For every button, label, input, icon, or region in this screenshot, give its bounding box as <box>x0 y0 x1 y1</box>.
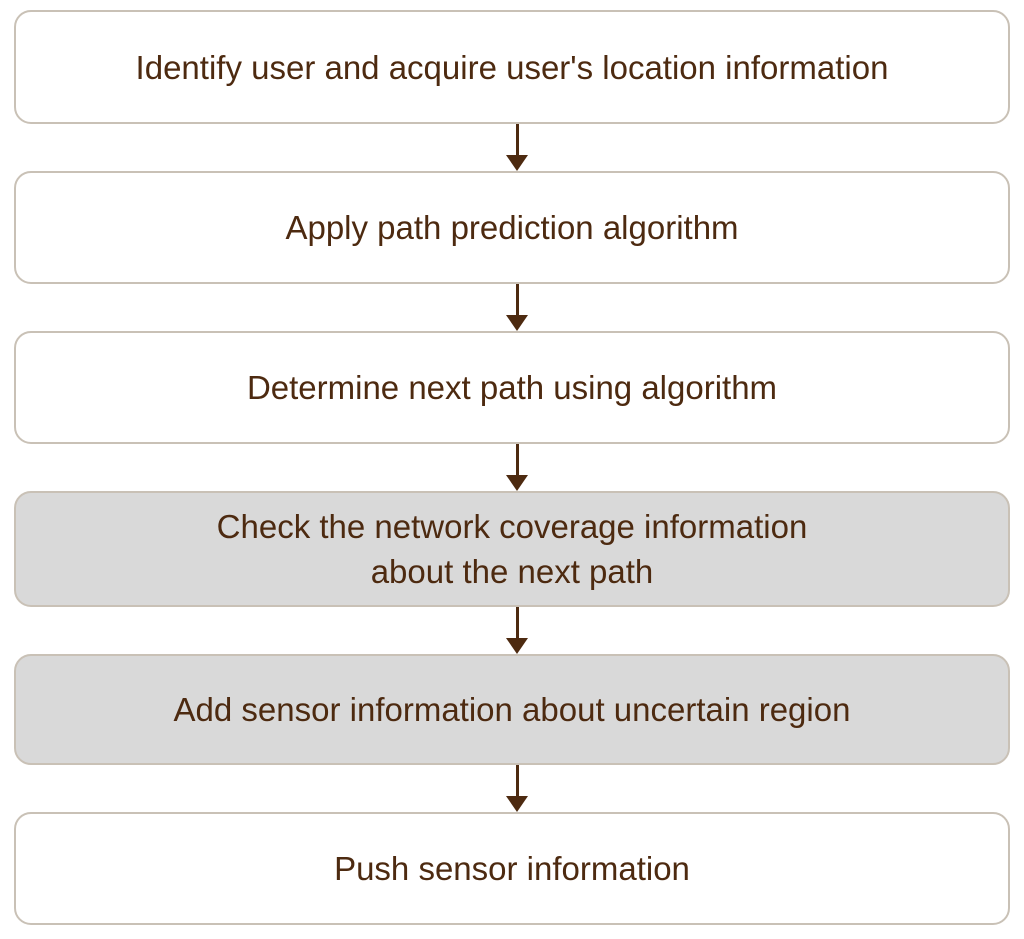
down-arrow <box>506 284 528 331</box>
arrow-head-icon <box>506 796 528 812</box>
flow-step-determine-path: Determine next path using algorithm <box>14 331 1010 444</box>
flow-step-label: Determine next path using algorithm <box>246 369 778 406</box>
arrow-stem <box>515 284 519 315</box>
down-arrow <box>506 124 528 171</box>
arrow-head-icon <box>506 155 528 171</box>
arrow-head-icon <box>506 315 528 331</box>
flow-step-apply-prediction: Apply path prediction algorithm <box>14 171 1010 284</box>
flow-step-label: Identify user and acquire user's locatio… <box>135 48 889 86</box>
flow-step-push-sensor-info: Push sensor information <box>14 812 1010 925</box>
arrow-head-icon <box>506 638 528 654</box>
flow-step-label: Check the network coverage information a… <box>216 508 808 590</box>
flow-step-check-coverage: Check the network coverage information a… <box>14 491 1010 607</box>
flow-step-add-sensor-info: Add sensor information about uncertain r… <box>14 654 1010 765</box>
arrow-stem <box>515 607 519 638</box>
down-arrow <box>506 444 528 491</box>
arrow-stem <box>515 124 519 155</box>
flow-step-identify-user: Identify user and acquire user's locatio… <box>14 10 1010 124</box>
down-arrow <box>506 607 528 654</box>
flow-step-label: Apply path prediction algorithm <box>285 209 739 246</box>
down-arrow <box>506 765 528 812</box>
flow-step-label: Push sensor information <box>334 850 690 887</box>
arrow-stem <box>515 765 519 796</box>
flow-step-label: Add sensor information about uncertain r… <box>173 691 851 728</box>
arrow-stem <box>515 444 519 475</box>
arrow-head-icon <box>506 475 528 491</box>
